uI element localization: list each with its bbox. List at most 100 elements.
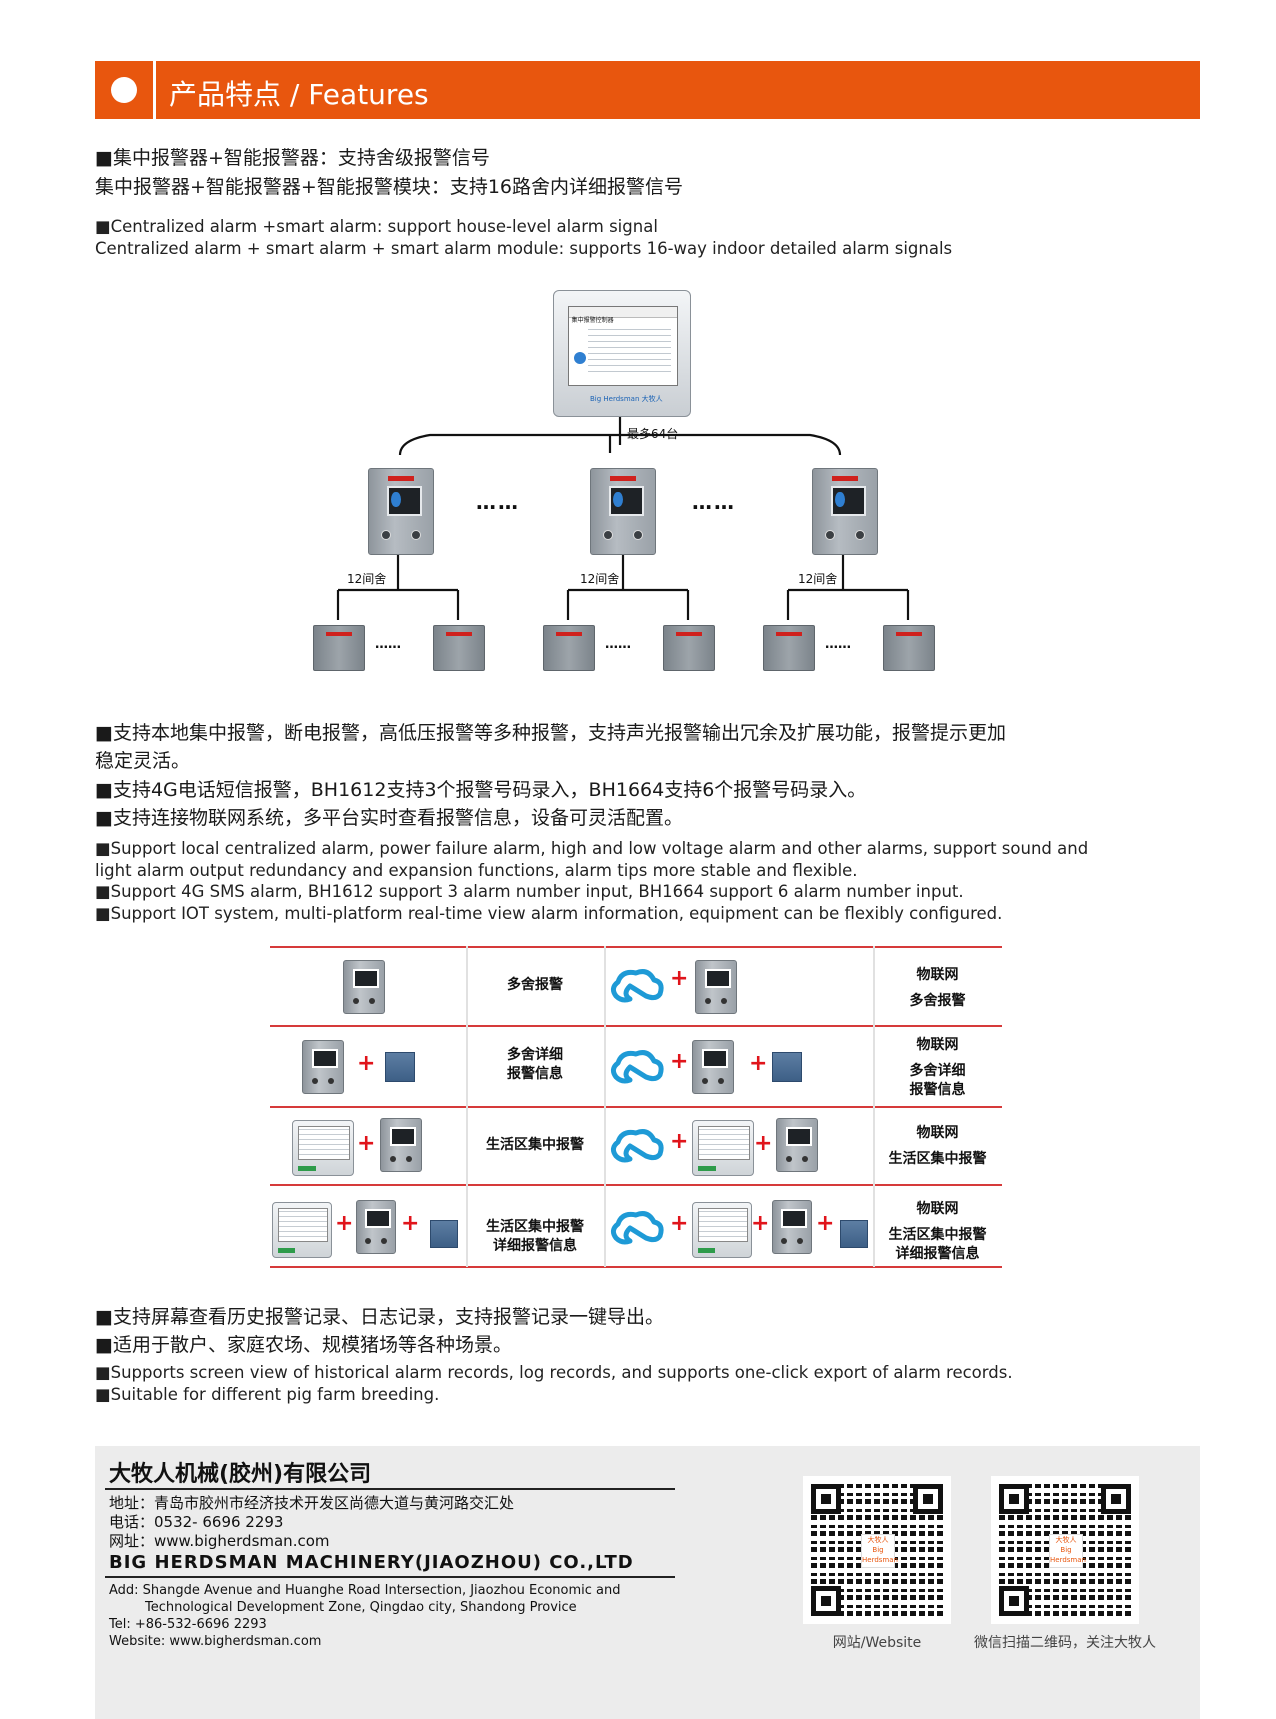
alarm-module	[663, 625, 715, 671]
company-name-en: BIG HERDSMAN MACHINERY(JIAOZHOU) CO.,LTD	[109, 1552, 634, 1573]
system-diagram: 集中报警控制器 Big Herdsman 大牧人 最多64台 …… …… 12间…	[290, 285, 950, 675]
central-controller-icon	[692, 1120, 754, 1176]
smart-alarm-icon	[772, 1200, 812, 1254]
footer: 大牧人机械(胶州)有限公司 地址：青岛市胶州市经济技术开发区尚德大道与黄河路交汇…	[95, 1446, 1200, 1719]
header-dot-box	[95, 61, 156, 119]
address-en-2: Technological Development Zone, Qingdao …	[145, 1600, 577, 1615]
cloud-icon	[610, 1211, 664, 1245]
feature2-en-1: Supports screen view of historical alarm…	[95, 1362, 1013, 1384]
alarm-module	[543, 625, 595, 671]
qr1-caption: 网站/Website	[832, 1635, 922, 1651]
phone-en: Tel: +86-532-6696 2293	[109, 1617, 267, 1632]
row2-right-label-1: 物联网	[916, 1037, 959, 1053]
row2-left-label-1: 多舍详细	[507, 1047, 563, 1063]
smart-alarm-icon	[692, 1040, 734, 1094]
website-en: Website: www.bigherdsman.com	[109, 1634, 322, 1649]
plus-sign: +	[335, 1211, 354, 1236]
plus-sign: +	[670, 966, 689, 991]
smart-alarm-box	[590, 468, 656, 555]
cloud-icon	[610, 969, 664, 1003]
row1-right-label-2: 多舍报警	[909, 993, 966, 1009]
plus-sign: +	[357, 1131, 376, 1156]
plus-sign: +	[749, 1051, 768, 1076]
plus-sign: +	[670, 1129, 689, 1154]
row2-left-label-2: 报警信息	[507, 1066, 563, 1082]
central-controller-icon	[692, 1202, 752, 1258]
plus-sign: +	[401, 1211, 420, 1236]
alarm-module-icon	[840, 1220, 868, 1248]
house-label: 12间舍	[796, 570, 840, 587]
smart-alarm-box	[368, 468, 434, 555]
controller-brand: Big Herdsman 大牧人	[590, 395, 663, 403]
smart-alarm-box	[812, 468, 878, 555]
alarm-module	[763, 625, 815, 671]
ellipsis: ……	[692, 490, 736, 514]
intro-en-line1: Centralized alarm +smart alarm: support …	[95, 216, 658, 238]
smart-alarm-icon	[343, 960, 385, 1014]
ellipsis: ……	[605, 637, 631, 652]
alarm-module-icon	[430, 1220, 458, 1248]
section-title: 产品特点 / Features	[169, 78, 429, 111]
smart-alarm-icon	[380, 1118, 422, 1172]
plus-sign: +	[751, 1211, 770, 1236]
plus-sign: +	[670, 1211, 689, 1236]
cloud-icon	[610, 1129, 664, 1163]
controller-screen: 集中报警控制器	[567, 306, 679, 386]
alarm-module	[883, 625, 935, 671]
row4-right-label-3: 详细报警信息	[895, 1246, 980, 1262]
feature-zh-1b: 稳定灵活。	[95, 750, 191, 772]
row4-right-label-1: 物联网	[916, 1201, 959, 1217]
qr-logo: 大牧人 Big Herdsman	[861, 1534, 898, 1568]
row3-right-label-1: 物联网	[916, 1125, 959, 1141]
plus-sign: +	[816, 1211, 835, 1236]
feature-en-3: Support IOT system, multi-platform real-…	[95, 903, 1003, 925]
max-units-label: 最多64台	[627, 427, 679, 441]
cloud-icon	[610, 1050, 664, 1084]
phone-zh: 电话：0532- 6696 2293	[109, 1513, 284, 1531]
alarm-module	[433, 625, 485, 671]
configuration-table: 多舍报警 + 物联网 多舍报警 + 多舍详细 报警信息 + + 物联网 多舍详细…	[270, 946, 1002, 1268]
plus-sign: +	[670, 1049, 689, 1074]
feature-zh-3: 支持连接物联网系统，多平台实时查看报警信息，设备可灵活配置。	[95, 803, 683, 830]
feature2-zh-2: 适用于散户、家庭农场、规模猪场等各种场景。	[95, 1330, 512, 1357]
circle-icon	[111, 77, 137, 103]
divider	[105, 1488, 675, 1490]
alarm-module-icon	[772, 1052, 802, 1082]
company-name-zh: 大牧人机械(胶州)有限公司	[109, 1462, 372, 1487]
plus-sign: +	[357, 1051, 376, 1076]
alarm-module-icon	[385, 1052, 415, 1082]
row4-left-label-1: 生活区集中报警	[486, 1219, 584, 1235]
address-zh: 地址：青岛市胶州市经济技术开发区尚德大道与黄河路交汇处	[109, 1494, 515, 1512]
feature2-en-2: Suitable for different pig farm breeding…	[95, 1384, 440, 1406]
intro-en-line2: Centralized alarm + smart alarm + smart …	[95, 239, 953, 258]
alarm-module	[313, 625, 365, 671]
intro-zh-line2: 集中报警器+智能报警器+智能报警模块：支持16路舍内详细报警信号	[95, 176, 684, 198]
row4-right-label-2: 生活区集中报警	[888, 1227, 987, 1243]
ellipsis: ……	[476, 490, 520, 514]
row1-left-label: 多舍报警	[507, 977, 563, 993]
feature-en-2: Support 4G SMS alarm, BH1612 support 3 a…	[95, 881, 964, 903]
smart-alarm-icon	[356, 1200, 396, 1254]
ellipsis: ……	[375, 637, 401, 652]
row3-right-label-2: 生活区集中报警	[888, 1151, 987, 1167]
plus-sign: +	[754, 1131, 773, 1156]
address-en-1: Add: Shangde Avenue and Huanghe Road Int…	[109, 1583, 621, 1598]
section-header: 产品特点 / Features	[95, 61, 1200, 119]
house-label: 12间舍	[345, 570, 389, 587]
row4-left-label-2: 详细报警信息	[493, 1238, 577, 1254]
qr2-caption: 微信扫描二维码，关注大牧人	[974, 1635, 1156, 1651]
feature-zh-1a: 支持本地集中报警，断电报警，高低压报警等多种报警，支持声光报警输出冗余及扩展功能…	[95, 718, 1006, 745]
row3-left-label: 生活区集中报警	[486, 1137, 584, 1153]
smart-alarm-icon	[302, 1040, 344, 1094]
feature-en-1a: Support local centralized alarm, power f…	[95, 838, 1089, 860]
feature2-zh-1: 支持屏幕查看历史报警记录、日志记录，支持报警记录一键导出。	[95, 1302, 664, 1329]
divider	[105, 1576, 675, 1578]
smart-alarm-icon	[695, 960, 737, 1014]
ellipsis: ……	[825, 637, 851, 652]
qr-logo: 大牧人 Big Herdsman	[1049, 1534, 1086, 1568]
house-label: 12间舍	[578, 570, 622, 587]
central-alarm-controller: 集中报警控制器 Big Herdsman 大牧人	[553, 290, 691, 417]
website-zh: 网址：www.bigherdsman.com	[109, 1532, 330, 1550]
row2-right-label-3: 报警信息	[909, 1082, 966, 1098]
central-controller-icon	[292, 1120, 354, 1176]
